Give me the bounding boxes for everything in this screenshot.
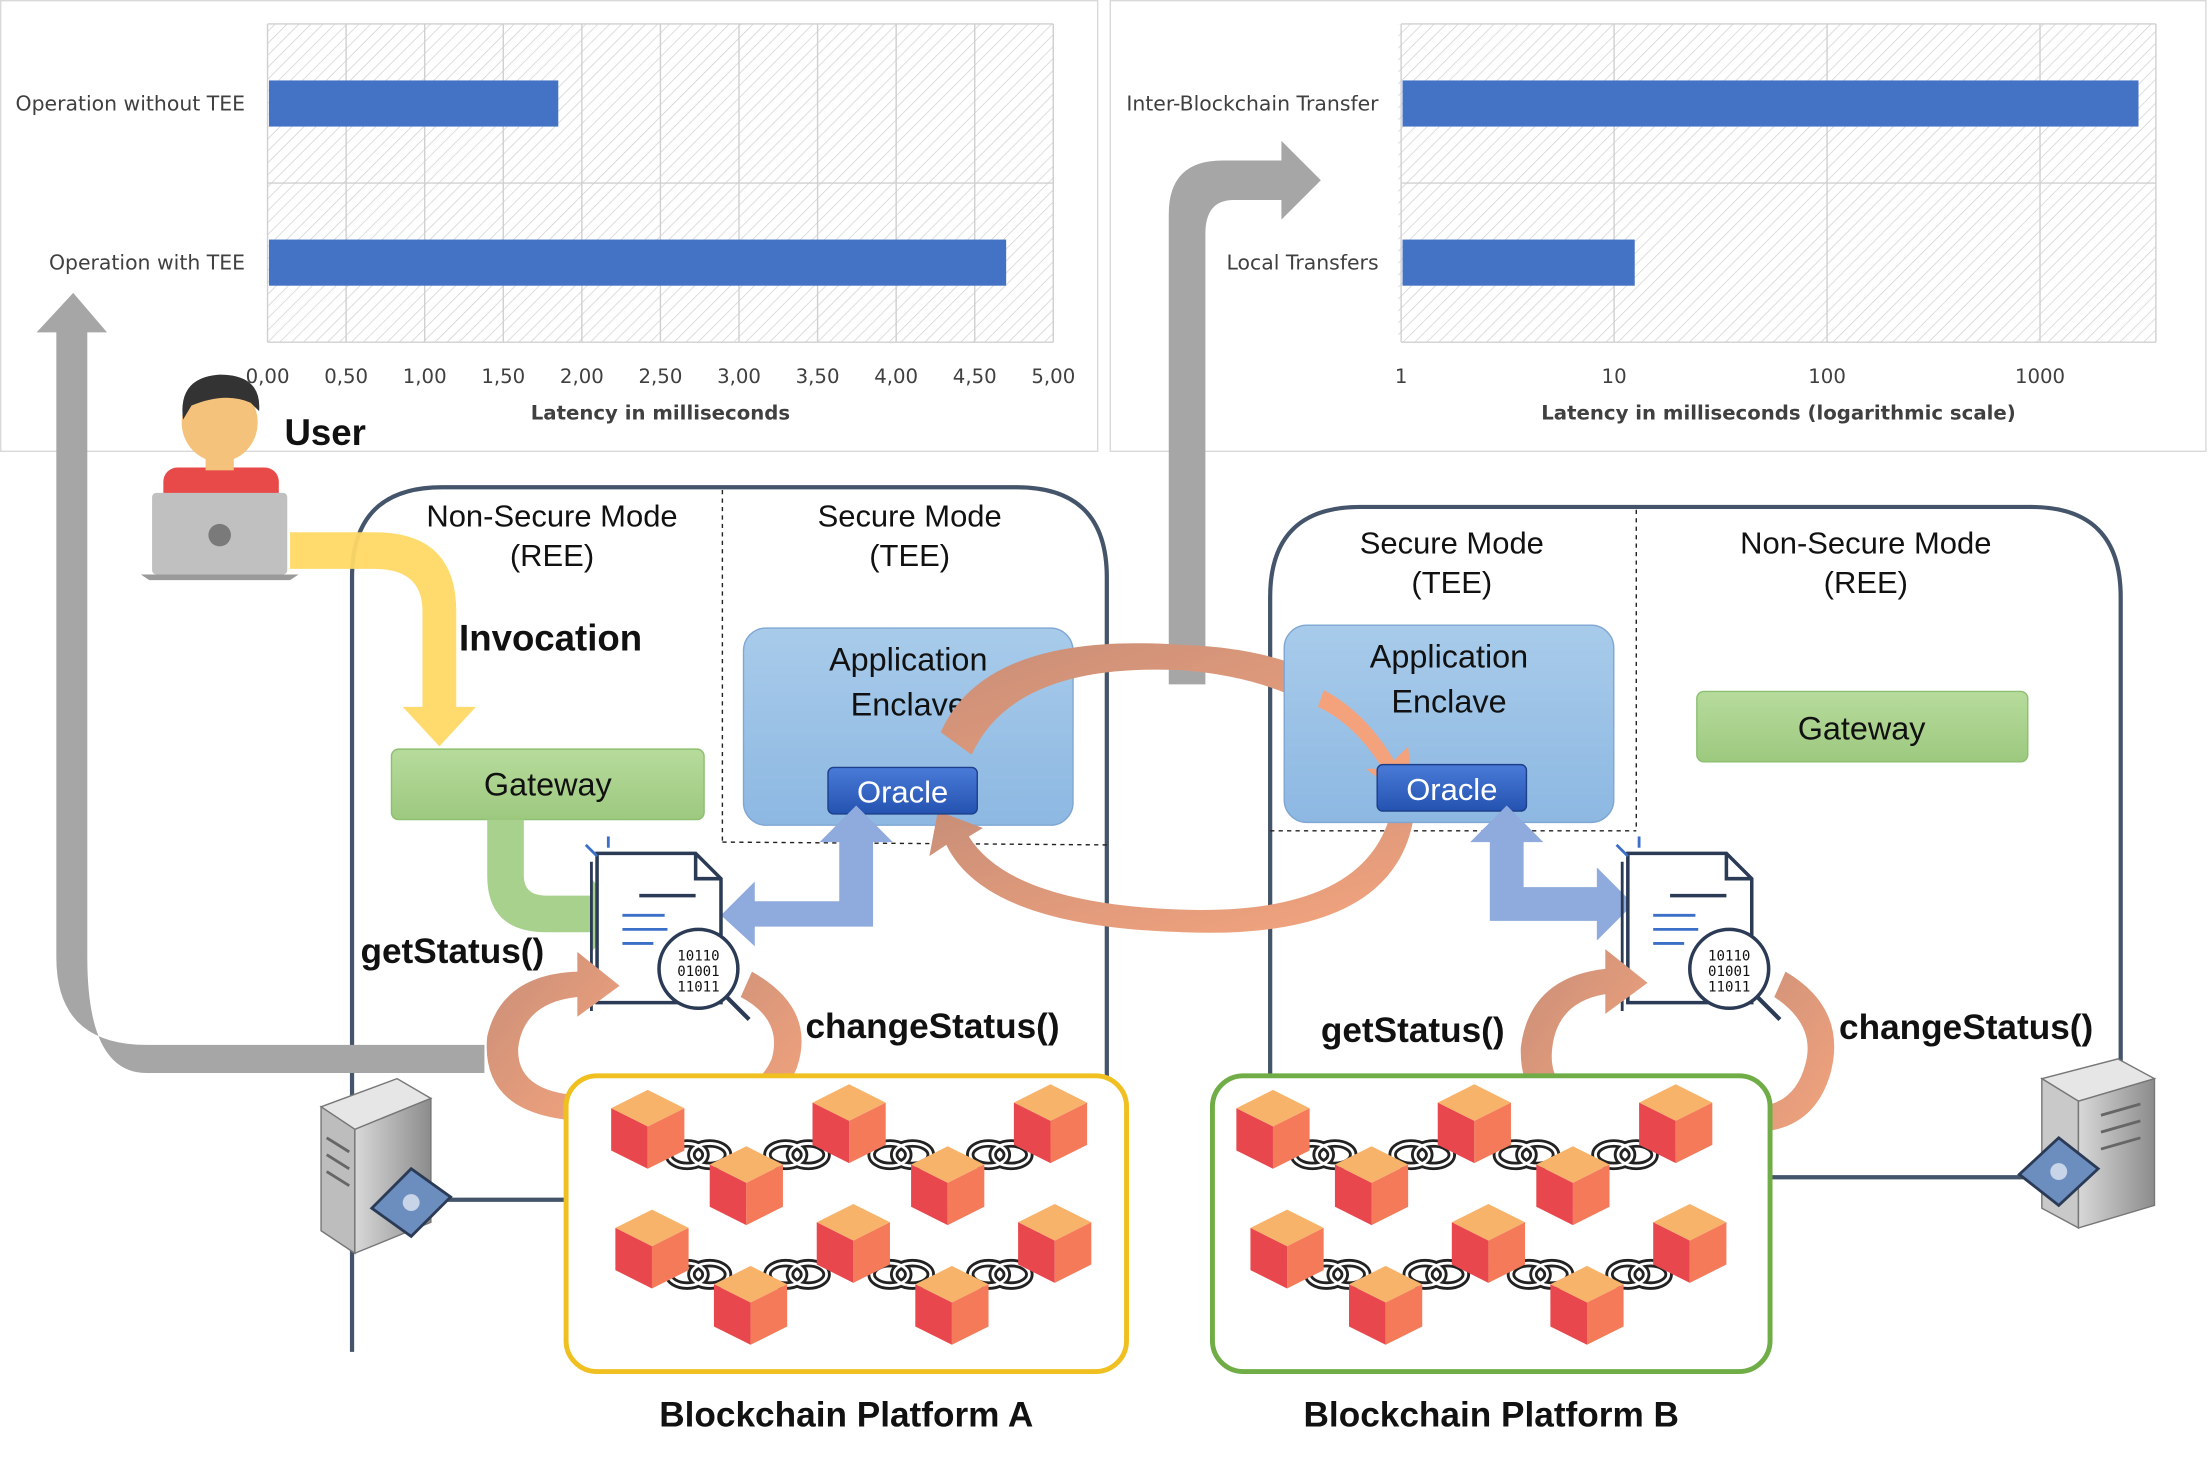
panel-b-enclave (1283, 624, 1615, 824)
panel-b-gateway-label: Gateway (1798, 710, 1927, 746)
left-tick-label: 2,50 (638, 365, 682, 388)
chart-left-gridlines (266, 23, 1055, 343)
panel-a-nonsecure-subtitle: (REE) (510, 538, 594, 573)
left-tick-label: 2,00 (560, 365, 604, 388)
panel-b-secure-subtitle: (TEE) (1411, 565, 1492, 600)
contract-bits-a-1: 10110 (677, 948, 719, 964)
panel-a-nonsecure-title: Non-Secure Mode (426, 499, 677, 534)
contract-bits-a-2: 01001 (677, 964, 719, 980)
left-tick-label: 4,00 (874, 365, 918, 388)
right-tick-label: 100 (1808, 365, 1846, 388)
contract-oracle-arrow-a (720, 805, 893, 947)
left-tick-label: 3,00 (717, 365, 761, 388)
panel-a-enclave-label-2: Enclave (851, 686, 966, 722)
panel-a-change-status: changeStatus() (805, 1007, 1059, 1046)
left-tick-label: 3,50 (796, 365, 840, 388)
right-tick-label: 10 (1602, 365, 1627, 388)
panel-b-border (1268, 504, 2123, 1352)
invocation-label: Invocation (459, 618, 642, 659)
server-icon-b (2017, 1058, 2157, 1230)
panel-b-nonsecure-title: Non-Secure Mode (1740, 525, 1991, 560)
platform-a-label: Blockchain Platform A (659, 1395, 1033, 1434)
panel-a-enclave-label-1: Application (829, 641, 987, 677)
invocation-arrow (290, 532, 476, 747)
right-category-label: Local Transfers (1227, 251, 1379, 275)
gray-arrow-to-right-chart (1168, 140, 1321, 685)
chart-left-category-labels: Operation without TEE Operation with TEE (16, 92, 246, 275)
left-bar (268, 239, 1007, 286)
chart-left-bars (268, 80, 1007, 286)
left-category-label: Operation with TEE (49, 251, 245, 275)
chart-right-tick-labels: 1 10 100 1000 (1395, 365, 2065, 388)
panel-b-oracle-label: Oracle (1406, 772, 1497, 807)
platform-b-label: Blockchain Platform B (1304, 1395, 1679, 1434)
contract-bits-b-3: 11011 (1708, 979, 1750, 995)
left-tick-label: 1,50 (481, 365, 525, 388)
chart-right-bars (1402, 80, 2139, 286)
left-tick-label: 5,00 (1031, 365, 1075, 388)
left-tick-label: 1,00 (403, 365, 447, 388)
panel-a-gateway-label: Gateway (484, 767, 613, 803)
panel-a-oracle (827, 766, 978, 815)
left-tick-label: 4,50 (953, 365, 997, 388)
chart-right-xlabel: Latency in milliseconds (logarithmic sca… (1541, 402, 2016, 425)
gray-arrow-to-left-chart (36, 292, 485, 1074)
server-icon-a (319, 1077, 453, 1255)
chart-left-xlabel: Latency in milliseconds (531, 402, 790, 425)
left-tick-label: 0,00 (246, 365, 290, 388)
chart-left-tick-labels: 0,00 0,50 1,00 1,50 2,00 2,50 3,00 3,50 4,00 4,50… (246, 365, 1076, 388)
contract-oracle-arrow-b (1470, 805, 1634, 941)
panel-b-nonsecure-subtitle: (REE) (1824, 565, 1908, 600)
panel-a-secure-subtitle: (TEE) (869, 538, 950, 573)
panel-a-oracle-label: Oracle (857, 775, 948, 810)
left-category-label: Operation without TEE (16, 92, 246, 116)
panel-b-secure-title: Secure Mode (1360, 525, 1544, 560)
chart-right-gridlines (1400, 23, 2157, 343)
laptop-icon (140, 492, 299, 581)
panel-b-enclave-label-1: Application (1370, 638, 1528, 674)
panel-a-gateway (390, 748, 705, 821)
smart-contract-icon-b: 10110 01001 11011 (1615, 836, 1782, 1022)
left-tick-label: 0,50 (324, 365, 368, 388)
smart-contract-icon-a: 10110 01001 11011 (584, 836, 751, 1022)
contract-bits-b-2: 01001 (1708, 964, 1750, 980)
right-category-label: Inter-Blockchain Transfer (1126, 92, 1379, 116)
left-bar (268, 80, 559, 127)
orange-arrow-cross-platform-bottom (929, 811, 1414, 933)
right-bar (1402, 239, 1635, 286)
user-label: User (284, 412, 365, 453)
panel-b-oracle (1376, 763, 1528, 812)
get-status-arrow-a (486, 951, 620, 1122)
panel-a-divider-h (722, 841, 1107, 846)
contract-bits-b-1: 10110 (1708, 948, 1750, 964)
panel-a-get-status: getStatus() (360, 932, 544, 971)
panel-a-secure-title: Secure Mode (818, 499, 1002, 534)
contract-bits-a-3: 11011 (677, 979, 719, 995)
right-bar (1402, 80, 2139, 127)
panel-b-enclave-label-2: Enclave (1391, 684, 1506, 720)
panel-b-gateway (1696, 690, 2029, 763)
panel-b-get-status: getStatus() (1321, 1011, 1505, 1050)
right-tick-label: 1000 (2015, 365, 2065, 388)
panel-b-change-status: changeStatus() (1839, 1008, 2093, 1047)
right-tick-label: 1 (1395, 365, 1408, 388)
